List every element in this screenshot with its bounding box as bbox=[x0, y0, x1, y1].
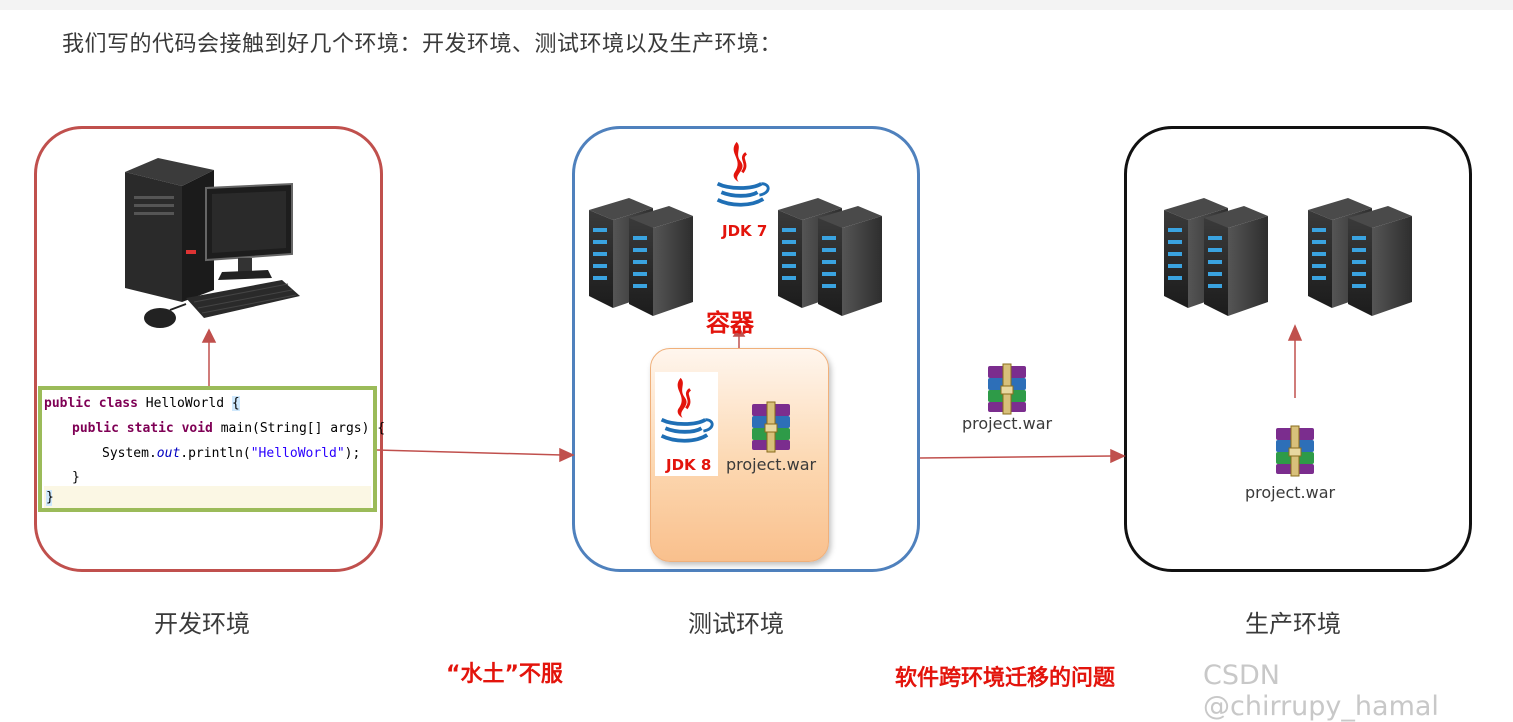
code-text: System. bbox=[102, 446, 157, 461]
note-right: 软件跨环境迁移的问题 bbox=[895, 666, 1116, 691]
server-icon bbox=[1308, 198, 1412, 316]
code-string: "HelloWorld" bbox=[250, 446, 345, 461]
archive-icon bbox=[751, 401, 791, 453]
watermark: CSDN @chirrupy_hamal bbox=[1203, 660, 1439, 722]
arrow-war-to-servers bbox=[1287, 324, 1303, 398]
war-label-transfer: project.war bbox=[962, 414, 1053, 433]
container-label: 容器 bbox=[706, 309, 754, 337]
prod-environment-box bbox=[1124, 126, 1472, 572]
code-caret bbox=[46, 490, 52, 506]
arrow-code-to-computer bbox=[201, 328, 217, 386]
computer-icon bbox=[125, 158, 300, 328]
java-logo-icon bbox=[659, 375, 715, 443]
arrow-test-to-prod bbox=[919, 448, 1126, 464]
test-environment-box bbox=[572, 126, 920, 572]
dev-environment-box bbox=[34, 126, 383, 572]
code-text: ); bbox=[344, 446, 361, 461]
arrow-container-to-label bbox=[732, 326, 746, 348]
war-label-prod: project.war bbox=[1245, 483, 1336, 502]
arrow-dev-to-test bbox=[376, 447, 575, 463]
code-field: out bbox=[156, 446, 181, 461]
code-text: .println( bbox=[180, 446, 251, 461]
server-icon bbox=[1164, 198, 1268, 316]
java-logo-icon bbox=[715, 139, 771, 207]
dev-caption: 开发环境 bbox=[154, 610, 250, 638]
test-caption: 测试环境 bbox=[688, 610, 784, 638]
top-bar bbox=[0, 0, 1513, 10]
code-line-4: } bbox=[72, 470, 80, 485]
server-icon bbox=[589, 198, 693, 316]
code-line-1: public class HelloWorld { bbox=[44, 396, 240, 411]
code-snippet: public class HelloWorld { public static … bbox=[38, 386, 385, 512]
jdk8-label: JDK 8 bbox=[666, 456, 712, 474]
code-keyword: public class bbox=[44, 396, 138, 411]
diagram-artwork bbox=[125, 139, 1513, 477]
note-left: “水土”不服 bbox=[446, 662, 563, 687]
code-line-5: } bbox=[46, 490, 54, 505]
code-current-line bbox=[44, 486, 371, 508]
jdk7-label: JDK 7 bbox=[722, 222, 768, 240]
code-text: main(String[] args) { bbox=[212, 421, 386, 436]
war-label-container: project.war bbox=[726, 455, 817, 474]
intro-text: 我们写的代码会接触到好几个环境：开发环境、测试环境以及生产环境： bbox=[62, 32, 783, 57]
code-text: HelloWorld bbox=[137, 396, 232, 411]
prod-caption: 生产环境 bbox=[1245, 610, 1341, 638]
archive-icon bbox=[1275, 425, 1315, 477]
archive-icon bbox=[987, 363, 1027, 415]
code-brace: { bbox=[231, 396, 240, 411]
code-line-3: System.out.println("HelloWorld"); bbox=[102, 446, 360, 461]
code-line-2: public static void main(String[] args) { bbox=[72, 421, 385, 436]
code-keyword: public static void bbox=[72, 421, 213, 436]
server-icon bbox=[778, 198, 882, 316]
